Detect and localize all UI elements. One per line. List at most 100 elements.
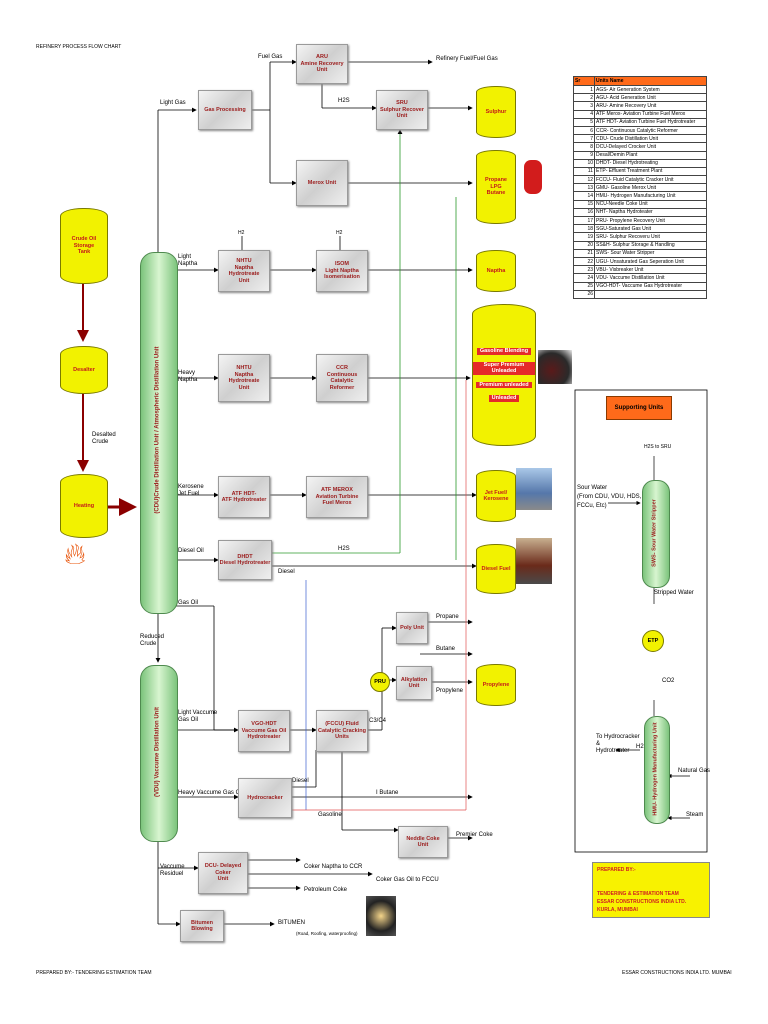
bitumen-label: BITUMEN xyxy=(278,920,305,926)
crude-storage-tank: Crude Oil Storage Tank xyxy=(60,208,108,284)
table-cell-name: ETP- Effluent Treatment Plant xyxy=(594,166,707,177)
poly-unit: Poly Unit xyxy=(396,612,428,644)
bitumen-unit: Bitumen Blowing xyxy=(180,910,224,942)
table-cell-sr: 20 xyxy=(573,240,595,250)
table-cell-sr: 5 xyxy=(573,117,595,127)
unit-label: ATF HDT- ATF Hydrotreater xyxy=(221,490,267,504)
table-cell-sr: 10 xyxy=(573,158,595,168)
unit-label: NHTU Naptha Hydrotreate Unit xyxy=(228,365,260,391)
unit-label: ARU Amine Recovery Unit xyxy=(300,54,344,74)
prepared-line2: ESSAR CONSTRUCTIONS INDIA LTD. xyxy=(597,899,687,905)
desalter-tank: Desalter xyxy=(60,346,108,394)
table-cell-sr: 7 xyxy=(573,134,595,144)
unit-label: VGO-HDT Vaccume Gas Oil Hydrotreater xyxy=(241,721,287,741)
table-cell-name: ATF Merox- Aviation Turbine Fuel Merox xyxy=(594,109,707,119)
prepared-by-box: PREPARED BY:- TENDERING & ESTIMATION TEA… xyxy=(592,862,710,918)
table-cell-name: SGU-Saturated Gas Unit xyxy=(594,224,707,234)
unit-label: Gas Processing xyxy=(204,106,246,113)
h2s-to-sru-label: H2S to SRU xyxy=(644,444,672,450)
table-cell-name: PRU- Propylene Recovery Unit xyxy=(594,215,707,226)
tank-label: Heating xyxy=(73,502,95,509)
tank-label: Propylene xyxy=(482,681,510,688)
nhtu-light-unit: NHTU Naptha Hydrotreate Unit xyxy=(218,250,270,292)
table-header-sr: Sr xyxy=(573,76,595,86)
table-cell-sr: 26 xyxy=(573,289,595,299)
unit-label: Alkylation Unit xyxy=(400,676,428,690)
table-cell-sr: 4 xyxy=(573,109,595,119)
gasoline-label: Gasoline xyxy=(318,812,342,818)
premier-coke-label: Premier Coke xyxy=(456,832,493,838)
diesel-label: Diesel xyxy=(278,569,295,575)
table-cell-sr: 8 xyxy=(573,142,595,152)
table-cell-sr: 18 xyxy=(573,224,595,234)
light-vgo-label: Light Vaccume Gas Oil xyxy=(178,710,218,723)
h2s-top-label: H2S xyxy=(338,98,350,104)
super-premium-label: Super Premium Unleaded xyxy=(473,361,535,375)
desalted-crude-label: Desalted Crude xyxy=(92,432,116,445)
tank-label: Jet Fuel/ Kerosene xyxy=(483,489,509,503)
unit-label: DCU- Delayed Coker Unit xyxy=(204,863,242,883)
heavy-naptha-label: Heavy Naptha xyxy=(178,370,198,383)
tank-label: Sulphur xyxy=(485,108,507,115)
reduced-crude-label: Reduced Crude xyxy=(140,634,165,647)
gas-oil-label: Gas Oil xyxy=(178,600,199,606)
footer-left: PREPARED BY:- TENDERING ESTIMATION TEAM xyxy=(36,970,152,976)
natural-gas-label: Natural Gas xyxy=(678,768,711,774)
table-cell-sr: 6 xyxy=(573,125,595,136)
h2-label-a: H2 xyxy=(238,230,245,236)
unit-label: Hydrocracker xyxy=(247,794,283,801)
pru-label: PRU xyxy=(374,678,386,685)
prepared-heading: PREPARED BY:- xyxy=(597,867,636,873)
propane-lpg-tank: Propane LPG Butane xyxy=(476,150,516,224)
table-cell-name: GMU- Gasoline Merox Unit xyxy=(594,183,707,193)
heavy-vgo-label: Heavy Vaccume Gas Oil xyxy=(178,790,243,796)
unit-label: NHTU Naptha Hydrotreate Unit xyxy=(228,258,260,284)
table-cell-name: DCU-Delayed Crocker Unit xyxy=(594,142,707,152)
diesel-oil-label: Diesel Oil xyxy=(178,548,204,554)
unit-label: Neddle Coke Unit xyxy=(406,835,440,849)
bitumen-uses-label: (Road, Roofing, waterproofing) xyxy=(296,931,358,936)
ccr-unit: CCR Continuous Catalytic Reformer xyxy=(316,354,368,402)
table-cell-name: NHT- Naptha Hydroteater xyxy=(594,207,707,218)
unit-label: Poly Unit xyxy=(400,624,424,631)
table-cell-name: ARU- Amine Recovery Unit xyxy=(594,101,707,111)
coker-gas-oil-label: Coker Gas Oil to FCCU xyxy=(376,877,439,883)
train-image xyxy=(516,538,552,584)
light-naptha-label: Light Naptha xyxy=(178,254,198,267)
table-cell-name: SS&H- Sulphur Storage & Handling xyxy=(594,240,707,250)
table-cell-name: SWS- Sour Water Stripper xyxy=(594,248,707,258)
dcu-unit: DCU- Delayed Coker Unit xyxy=(198,852,248,894)
aircraft-image xyxy=(516,468,552,510)
page-title: REFINERY PROCESS FLOW CHART xyxy=(36,44,122,50)
stripped-water-label: Stripped Water xyxy=(654,590,694,596)
table-cell-name: ATF HDT- Aviation Turbine Fuel Hydrotrea… xyxy=(594,117,707,127)
table-cell-name: Desal/Demin Plant xyxy=(594,150,707,160)
sulphur-tank: Sulphur xyxy=(476,86,516,138)
unit-label: CCR Continuous Catalytic Reformer xyxy=(326,365,358,391)
table-cell-name: AGS- Air Generation System xyxy=(594,84,707,95)
gasoline-blending-label: Gasoline Blending xyxy=(476,348,532,355)
h2s-mid-label: H2S xyxy=(338,546,350,552)
tank-label: Crude Oil Storage Tank xyxy=(71,236,97,256)
